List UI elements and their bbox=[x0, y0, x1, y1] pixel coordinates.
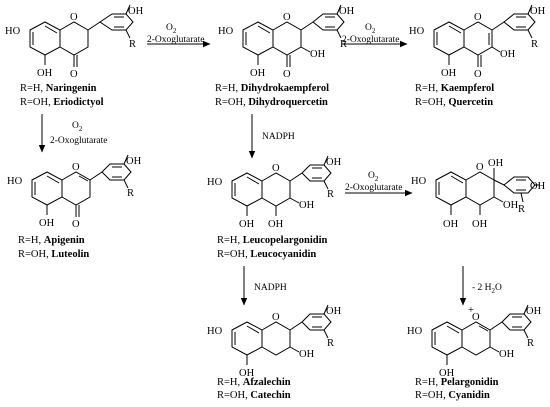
r-label: R bbox=[527, 338, 534, 349]
ho-label: HO bbox=[411, 176, 427, 187]
caption-pelargonidin: R=H, Pelargonidin bbox=[415, 377, 499, 388]
structure-afzalechin bbox=[231, 304, 332, 365]
ho-label: HO bbox=[407, 326, 423, 337]
r-label: R bbox=[531, 39, 538, 50]
reagent-oxoglutarate: 2-Oxoglutarate bbox=[147, 35, 205, 45]
caption-dihydroquercetin: R=OH, Dihydroquercetin bbox=[215, 97, 328, 108]
oh-label: OH bbox=[526, 306, 542, 317]
oh-label: OH bbox=[310, 49, 326, 60]
caption-kaempferol: R=H, Kaempferol bbox=[415, 83, 494, 94]
o-label: O bbox=[474, 12, 482, 23]
reagent-o2: O2 bbox=[72, 121, 83, 133]
o-label: O bbox=[476, 162, 484, 173]
reagent-o2: O2 bbox=[166, 23, 177, 35]
oh-label: OH bbox=[441, 68, 457, 79]
structure-naringenin bbox=[29, 4, 134, 67]
oh-label: OH bbox=[500, 49, 516, 60]
oh-label: OH bbox=[268, 219, 284, 230]
oh-label: OH bbox=[250, 68, 266, 79]
o-label: O bbox=[283, 69, 291, 80]
oh-label: OH bbox=[499, 349, 515, 360]
oh-label: OH bbox=[443, 219, 459, 230]
oh-label: OH bbox=[299, 349, 315, 360]
oh-label: OH bbox=[472, 219, 488, 230]
caption-catechin: R=OH, Catechin bbox=[217, 390, 291, 401]
reagent-oxoglutarate: 2-Oxoglutarate bbox=[345, 183, 403, 193]
oh-label: OH bbox=[339, 6, 355, 17]
caption-cyanidin: R=OH, Cyanidin bbox=[415, 390, 490, 401]
o-label: O bbox=[70, 12, 78, 23]
structure-intermediate bbox=[435, 168, 540, 215]
r-label: R bbox=[327, 338, 334, 349]
caption-naringenin: R=H, Naringenin bbox=[20, 83, 97, 94]
charge-plus: + bbox=[468, 305, 474, 316]
o-label: O bbox=[70, 69, 78, 80]
ho-label: HO bbox=[218, 26, 234, 37]
o-label: O bbox=[283, 12, 291, 23]
oh-label: OH bbox=[126, 156, 142, 167]
ho-label: HO bbox=[207, 177, 223, 188]
structure-pelargonidin bbox=[431, 304, 532, 365]
o-label: O bbox=[72, 162, 80, 173]
reagent-o2: O2 bbox=[368, 171, 379, 183]
caption-eriodictyol: R=OH, Eriodictyol bbox=[20, 97, 104, 108]
oh-label: OH bbox=[488, 158, 504, 169]
oh-label: OH bbox=[39, 218, 55, 229]
ho-label: HO bbox=[409, 26, 425, 37]
o-label: O bbox=[272, 312, 280, 323]
oh-label: OH bbox=[37, 68, 53, 79]
structure-dihydrokaempferol bbox=[242, 4, 345, 67]
caption-luteolin: R=OH, Luteolin bbox=[18, 249, 89, 260]
reagent-nadph: NADPH bbox=[254, 283, 287, 293]
ho-label: HO bbox=[7, 176, 23, 187]
oh-label: OH bbox=[326, 157, 342, 168]
reagent-nadph: NADPH bbox=[262, 132, 295, 142]
ho-label: HO bbox=[207, 326, 223, 337]
oh-label: OH bbox=[128, 6, 144, 17]
caption-apigenin: R=H, Apigenin bbox=[18, 235, 85, 246]
oh-label: OH bbox=[530, 6, 546, 17]
reagent-o2: O2 bbox=[365, 23, 376, 35]
r-label: R bbox=[129, 39, 136, 50]
o-label: O bbox=[72, 219, 80, 230]
structure-kaempferol bbox=[433, 4, 536, 67]
structure-leucopelargonidin bbox=[231, 155, 332, 216]
o-label: O bbox=[272, 163, 280, 174]
r-label: R bbox=[127, 188, 134, 199]
caption-leucocyanidin: R=OH, Leucocyanidin bbox=[217, 249, 316, 260]
reagent-oxoglutarate: 2-Oxoglutarate bbox=[342, 35, 400, 45]
oh-label: OH bbox=[239, 368, 255, 379]
caption-afzalechin: R=H, Afzalechin bbox=[217, 377, 291, 388]
r-label: R bbox=[327, 189, 334, 200]
oh-label: OH bbox=[239, 219, 255, 230]
oh-label: OH bbox=[530, 181, 546, 192]
ho-label: HO bbox=[5, 26, 21, 37]
oh-label: OH bbox=[326, 306, 342, 317]
o-label: O bbox=[474, 69, 482, 80]
structure-apigenin bbox=[31, 154, 132, 217]
oh-label: OH bbox=[503, 200, 519, 211]
oh-label: OH bbox=[299, 200, 315, 211]
o-label: O bbox=[472, 312, 480, 323]
r-label: R bbox=[518, 204, 525, 215]
oh-label: OH bbox=[439, 368, 455, 379]
caption-quercetin: R=OH, Quercetin bbox=[415, 97, 493, 108]
caption-dihydrokaempferol: R=H, Dihydrokaempferol bbox=[215, 83, 329, 94]
caption-leucopelargonidin: R=H, Leucopelargonidin bbox=[217, 235, 328, 246]
reagent-oxoglutarate: 2-Oxoglutarate bbox=[50, 136, 108, 146]
reagent-water-loss: - 2 H2O bbox=[472, 283, 502, 295]
